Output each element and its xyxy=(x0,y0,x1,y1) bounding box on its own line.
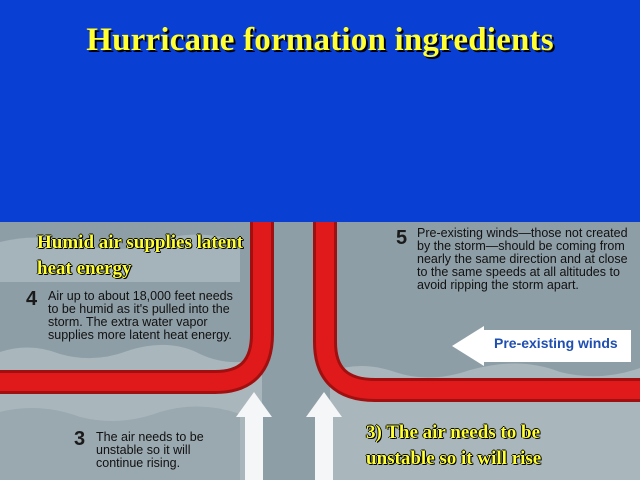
rising-arrow-left xyxy=(236,392,272,480)
step5-text: Pre-existing winds—those not created by … xyxy=(417,226,628,292)
step3-number: 3 xyxy=(74,428,86,450)
step4-text: Air up to about 18,000 feet needs to be … xyxy=(48,289,233,342)
step3-text: The air needs to be unstable so it will … xyxy=(96,430,204,470)
cloud-band-upper xyxy=(0,234,240,282)
hurricane-diagram: Humid air supplies latent heat energy 4 … xyxy=(0,222,640,480)
overlay-humid-air: Humid air supplies latent heat energy xyxy=(37,232,244,279)
winds-arrow xyxy=(452,326,631,366)
left-flow-path-core xyxy=(0,222,271,391)
step4-number: 4 xyxy=(26,288,38,310)
rising-arrow-right xyxy=(306,392,342,480)
right-flow-path-core xyxy=(316,222,640,399)
slide-title: Hurricane formation ingredients xyxy=(86,22,554,58)
overlay-unstable-air: 3) The air needs to be unstable so it wi… xyxy=(366,422,542,469)
pre-existing-winds-label: Pre-existing winds xyxy=(494,335,618,351)
diagram-graphics xyxy=(0,222,640,480)
step5-number: 5 xyxy=(396,227,408,249)
cloud-band-bottom xyxy=(0,406,240,480)
